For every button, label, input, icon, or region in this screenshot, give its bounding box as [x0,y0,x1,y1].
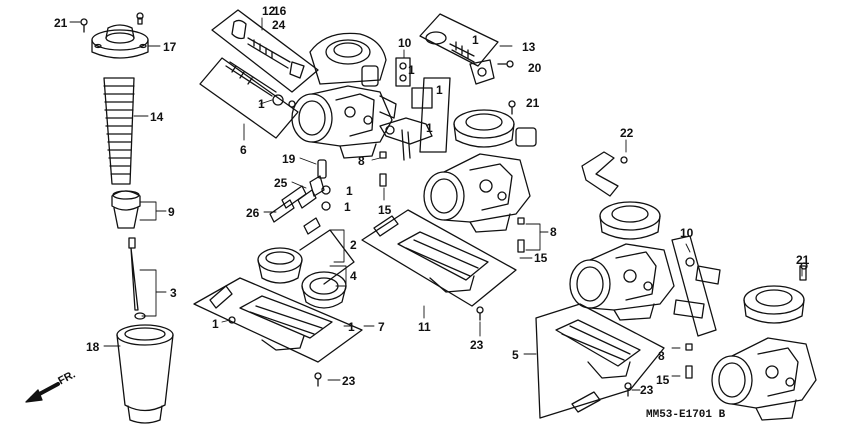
rubber-boot-part [103,77,135,185]
callout-23: 23 [342,374,356,388]
callout-23: 23 [470,338,484,352]
callout-2: 2 [350,238,357,252]
top-cap-part [91,24,149,59]
diagram-code: MM53-E1701 B [646,409,726,421]
carburetor-body-1 [291,32,397,159]
callout-20: 20 [528,61,542,75]
callout-21: 21 [526,96,540,110]
callout-16: 16 [273,4,287,18]
callout-24: 24 [272,18,286,32]
callout-3: 3 [170,286,177,300]
jet-needle-part [128,237,146,320]
callout-18: 18 [86,340,100,354]
kit-10-lower [671,235,721,337]
callout-22: 22 [620,126,634,140]
callout-7: 7 [378,320,385,334]
callout-8: 8 [658,349,665,363]
callout-13: 13 [522,40,536,54]
carburetor-body-4 [711,265,817,421]
kit-7-outline [193,277,363,363]
leader-lines [69,17,803,391]
callout-10: 10 [398,36,412,50]
callout-25: 25 [274,176,288,190]
callout-26: 26 [246,206,260,220]
callout-1: 1 [436,83,443,97]
kit-5-outline [535,303,665,419]
callout-1: 1 [426,121,433,135]
callout-15: 15 [656,373,670,387]
callout-10: 10 [680,226,694,240]
throttle-link-rod [379,117,433,161]
callout-5: 5 [512,348,519,362]
float-part [111,190,141,229]
kit-13-outline [419,13,514,85]
carburetor-body-2 [423,109,537,233]
callout-21: 21 [54,16,68,30]
callout-15: 15 [534,251,548,265]
callout-12: 12 [262,4,276,18]
piston-diaphragm [257,229,355,309]
callout-1: 1 [344,200,351,214]
callout-1: 1 [346,184,353,198]
callout-1: 1 [408,63,415,77]
callout-4: 4 [350,269,357,283]
kit-6-outline [199,57,299,139]
bracket-part [581,151,628,197]
callout-1: 1 [472,33,479,47]
callout-1: 1 [348,320,355,334]
callout-1: 1 [212,317,219,331]
carburetor-body-3 [569,201,675,321]
callout-21: 21 [796,253,810,267]
kit-11-outline [361,209,517,307]
callout-15: 15 [378,203,392,217]
callout-9: 9 [168,205,175,219]
jet-parts-19-25-26 [269,159,331,235]
small-fasteners [136,12,808,397]
front-direction-arrow-icon [25,382,60,403]
air-funnel-part [116,324,174,424]
callout-8: 8 [358,154,365,168]
callout-17: 17 [163,40,177,54]
callout-8: 8 [550,225,557,239]
callout-1: 1 [258,97,265,111]
kit-10-upper [395,57,411,87]
kit-1-upper [411,77,451,153]
callout-6: 6 [240,143,247,157]
callout-14: 14 [150,110,164,124]
callout-11: 11 [418,320,431,334]
screw-part [80,18,88,33]
callout-19: 19 [282,152,296,166]
kit-12-outline [211,9,319,93]
callout-23: 23 [640,383,654,397]
